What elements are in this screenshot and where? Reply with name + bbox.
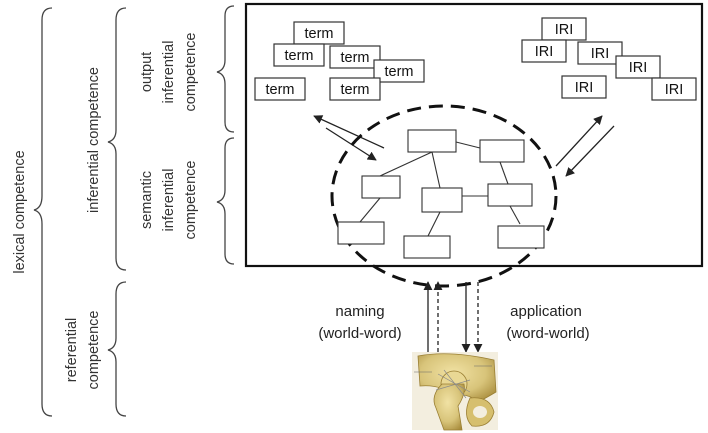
term-box: term	[341, 82, 370, 98]
svg-text:competence: competence	[86, 311, 102, 390]
svg-text:application: application	[510, 303, 582, 320]
lexical-competence-label: lexical competence	[12, 150, 28, 273]
iri-box: IRI	[629, 60, 648, 76]
inferential-competence-brace	[107, 7, 127, 271]
term-box: term	[385, 64, 414, 80]
svg-text:naming: naming	[335, 303, 384, 320]
output-inferential-brace	[216, 5, 235, 133]
iri-box: IRI	[665, 82, 684, 98]
iri-box: IRI	[575, 80, 594, 96]
iri-cluster: IRI IRI IRI IRI IRI IRI	[521, 17, 697, 101]
naming-arrows	[423, 281, 443, 352]
svg-text:(word-world): (word-world)	[506, 325, 589, 342]
application-label: application (word-world)	[506, 303, 589, 342]
semantic-inferential-competence-label: semantic inferential competence	[139, 161, 199, 240]
svg-text:inferential: inferential	[161, 41, 177, 104]
naming-label: naming (world-word)	[318, 303, 401, 342]
term-box: term	[305, 26, 334, 42]
svg-text:competence: competence	[183, 161, 199, 240]
term-box: term	[266, 82, 295, 98]
svg-text:inferential: inferential	[161, 169, 177, 232]
svg-text:output: output	[139, 52, 155, 92]
term-box: term	[285, 48, 314, 64]
application-arrows	[461, 282, 483, 353]
iri-box: IRI	[591, 46, 610, 62]
svg-text:(world-word): (world-word)	[318, 325, 401, 342]
lexical-competence-brace	[33, 7, 53, 417]
iri-box: IRI	[535, 44, 554, 60]
semantic-network-ellipse	[330, 104, 558, 288]
svg-text:referential: referential	[64, 318, 80, 382]
hip-joint-illustration	[412, 352, 498, 431]
output-inferential-competence-label: output inferential competence	[139, 33, 199, 112]
term-network-arrows	[313, 115, 385, 161]
term-cluster: term term term term term term	[254, 21, 425, 101]
iri-network-arrows	[555, 115, 615, 177]
term-box: term	[341, 50, 370, 66]
referential-competence-label: referential competence	[64, 311, 102, 390]
referential-competence-brace	[107, 281, 127, 417]
semantic-network	[337, 129, 545, 259]
inferential-competence-label: inferential competence	[86, 67, 102, 213]
iri-box: IRI	[555, 22, 574, 38]
svg-text:competence: competence	[183, 33, 199, 112]
semantic-inferential-brace	[216, 137, 235, 265]
svg-text:semantic: semantic	[139, 171, 155, 229]
